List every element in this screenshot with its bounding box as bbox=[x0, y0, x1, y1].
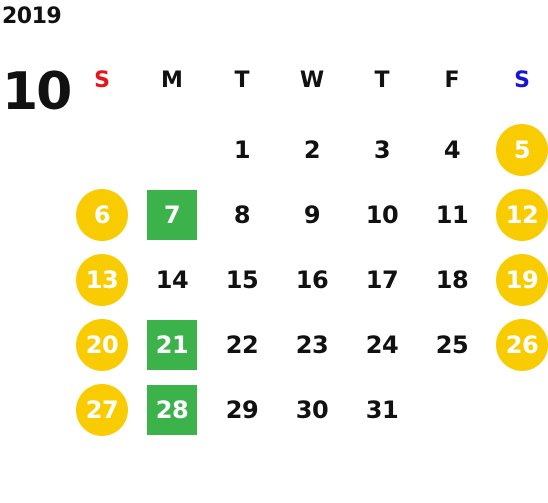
day-cell-10[interactable]: 10 bbox=[365, 201, 399, 229]
day-cell-19[interactable]: 19 bbox=[496, 254, 548, 306]
day-cell-1[interactable]: 1 bbox=[233, 136, 251, 164]
weekday-tue: T bbox=[234, 68, 250, 93]
day-cell-24[interactable]: 24 bbox=[365, 331, 399, 359]
day-cell-2[interactable]: 2 bbox=[303, 136, 321, 164]
day-cell-31[interactable]: 31 bbox=[365, 396, 399, 424]
day-cell-18[interactable]: 18 bbox=[435, 266, 469, 294]
day-cell-7[interactable]: 7 bbox=[147, 190, 197, 240]
day-cell-11[interactable]: 11 bbox=[435, 201, 469, 229]
day-cell-27[interactable]: 27 bbox=[76, 384, 128, 436]
day-cell-22[interactable]: 22 bbox=[225, 331, 259, 359]
day-cell-20[interactable]: 20 bbox=[76, 319, 128, 371]
day-cell-17[interactable]: 17 bbox=[365, 266, 399, 294]
weekday-sun: S bbox=[94, 68, 110, 93]
day-cell-8[interactable]: 8 bbox=[233, 201, 251, 229]
day-cell-5[interactable]: 5 bbox=[496, 124, 548, 176]
day-cell-28[interactable]: 28 bbox=[147, 385, 197, 435]
day-cell-9[interactable]: 9 bbox=[303, 201, 321, 229]
day-cell-26[interactable]: 26 bbox=[496, 319, 548, 371]
day-cell-29[interactable]: 29 bbox=[225, 396, 259, 424]
day-cell-4[interactable]: 4 bbox=[443, 136, 461, 164]
day-cell-6[interactable]: 6 bbox=[76, 189, 128, 241]
weekday-wed: W bbox=[299, 68, 325, 93]
day-cell-25[interactable]: 25 bbox=[435, 331, 469, 359]
day-cell-30[interactable]: 30 bbox=[295, 396, 329, 424]
weekday-fri: F bbox=[444, 68, 460, 93]
month-label: 10 bbox=[2, 62, 72, 122]
day-cell-16[interactable]: 16 bbox=[295, 266, 329, 294]
day-cell-15[interactable]: 15 bbox=[225, 266, 259, 294]
day-cell-13[interactable]: 13 bbox=[76, 254, 128, 306]
year-label: 2019 bbox=[2, 4, 62, 29]
day-cell-12[interactable]: 12 bbox=[496, 189, 548, 241]
day-cell-21[interactable]: 21 bbox=[147, 320, 197, 370]
weekday-mon: M bbox=[161, 68, 183, 93]
day-cell-3[interactable]: 3 bbox=[373, 136, 391, 164]
day-cell-14[interactable]: 14 bbox=[155, 266, 189, 294]
weekday-thu: T bbox=[374, 68, 390, 93]
weekday-sat: S bbox=[514, 68, 530, 93]
day-cell-23[interactable]: 23 bbox=[295, 331, 329, 359]
